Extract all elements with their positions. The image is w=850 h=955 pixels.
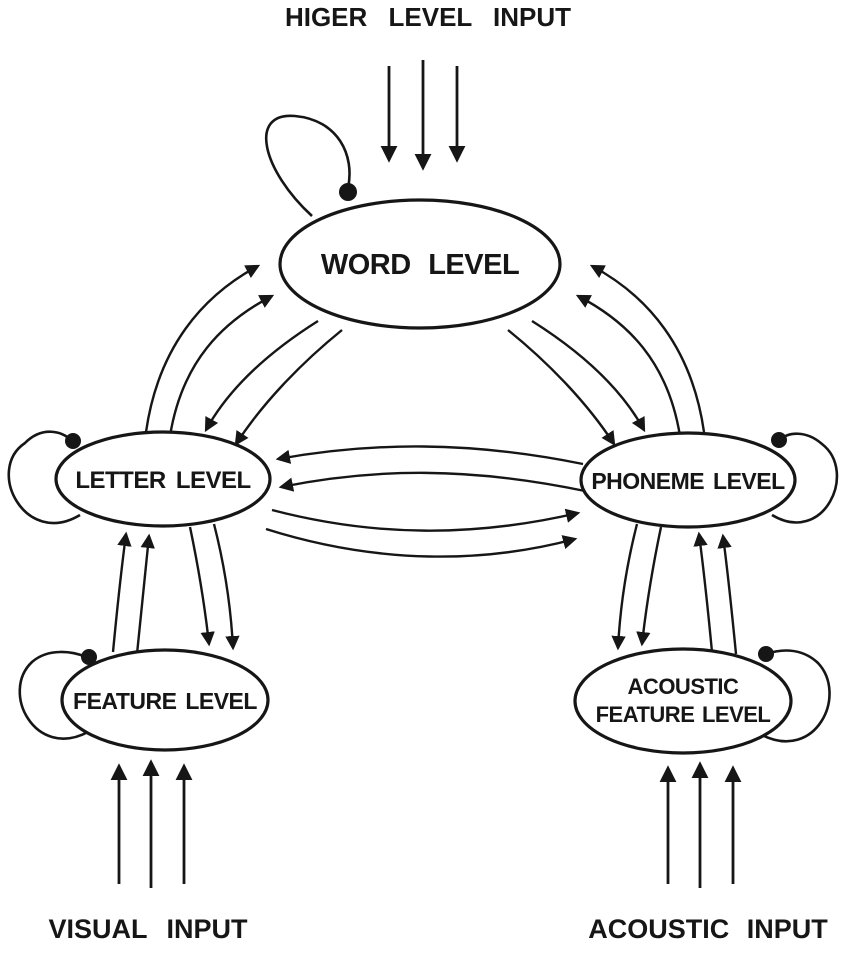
letter-level-node: LETTER LEVEL (54, 430, 272, 528)
word-phoneme-connections (507, 264, 706, 447)
letter-feature-connections (111, 523, 240, 655)
word-level-label: WORD LEVEL (321, 249, 519, 281)
visual-input-arrows (110, 759, 193, 888)
word-letter-connections (144, 264, 343, 447)
phoneme-level-node: PHONEME LEVEL (579, 431, 797, 529)
acoustic-input-label: ACOUSTIC INPUT (588, 914, 828, 944)
higher-level-input-label: HIGER LEVEL INPUT (285, 2, 571, 32)
higher-input-arrows (380, 60, 466, 171)
letter-level-label: LETTER LEVEL (75, 467, 250, 494)
feature-self-loop (18, 649, 97, 740)
feature-loop-dot (81, 649, 97, 665)
word-level-node: WORD LEVEL (278, 198, 562, 330)
phoneme-acoustic-connections (611, 523, 738, 655)
acoustic-feature-loop-dot (758, 646, 774, 662)
acoustic-feature-level-label-line2: FEATURE LEVEL (596, 702, 771, 727)
letter-self-loop (7, 430, 81, 525)
letter-loop-dot (65, 433, 81, 449)
phoneme-loop-dot (771, 432, 787, 448)
acoustic-feature-self-loop (758, 646, 831, 743)
feature-level-node: FEATURE LEVEL (60, 648, 270, 752)
feature-level-label: FEATURE LEVEL (73, 688, 257, 714)
phoneme-level-label: PHONEME LEVEL (591, 468, 785, 494)
acoustic-feature-level-label-line1: ACOUSTIC (628, 674, 740, 699)
word-self-loop (264, 114, 357, 217)
word-loop-dot (339, 183, 357, 201)
visual-input-label: VISUAL INPUT (48, 914, 248, 944)
acoustic-input-arrows (659, 761, 742, 888)
letter-phoneme-connections (265, 445, 586, 558)
phoneme-self-loop (771, 432, 839, 524)
acoustic-feature-level-node: ACOUSTIC FEATURE LEVEL (573, 647, 793, 755)
